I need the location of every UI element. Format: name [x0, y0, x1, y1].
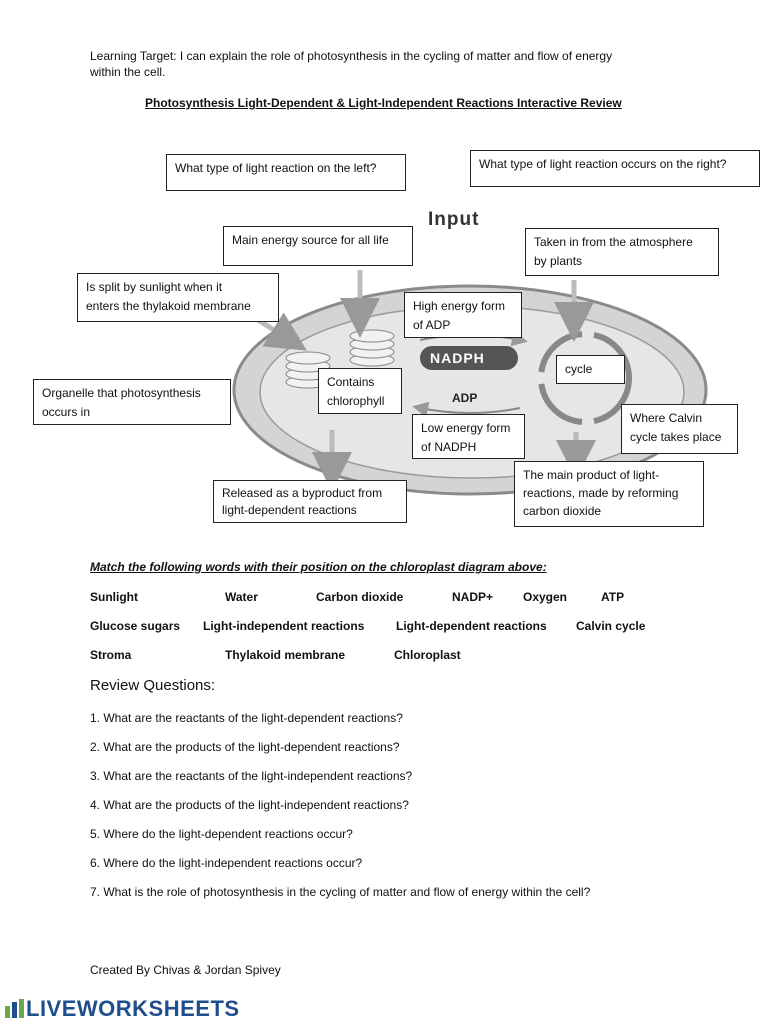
word-water[interactable]: Water	[225, 590, 258, 604]
thylakoid-stack-right	[349, 329, 395, 367]
review-heading: Review Questions:	[90, 677, 216, 694]
question-6: 6. Where do the light-independent reacti…	[90, 856, 363, 870]
word-thylakoid-membrane[interactable]: Thylakoid membrane	[225, 648, 346, 662]
box-cycle[interactable]: cycle	[556, 355, 625, 384]
word-light-independent[interactable]: Light-independent reactions	[203, 619, 365, 633]
credits: Created By Chivas & Jordan Spivey	[90, 963, 281, 977]
box-main-product[interactable]: The main product of light-reactions, mad…	[514, 461, 704, 527]
learning-target-line-2: within the cell.	[90, 65, 166, 79]
match-instructions: Match the following words with their pos…	[90, 560, 547, 574]
word-carbon-dioxide[interactable]: Carbon dioxide	[316, 590, 404, 604]
word-light-dependent[interactable]: Light-dependent reactions	[396, 619, 547, 633]
nadph-label: NADPH	[430, 350, 485, 366]
input-label: Input	[428, 209, 480, 230]
calvin-cycle-ring	[538, 331, 632, 425]
word-oxygen[interactable]: Oxygen	[523, 590, 568, 604]
word-calvin-cycle[interactable]: Calvin cycle	[576, 619, 646, 633]
word-atp[interactable]: ATP	[601, 590, 625, 604]
word-glucose-sugars[interactable]: Glucose sugars	[90, 619, 181, 633]
word-stroma[interactable]: Stroma	[90, 648, 132, 662]
word-sunlight[interactable]: Sunlight	[90, 590, 138, 604]
adp-label: ADP	[452, 391, 478, 405]
word-nadp[interactable]: NADP+	[452, 590, 494, 604]
question-5: 5. Where do the light-dependent reaction…	[90, 827, 353, 841]
liveworksheets-logo-text: LIVEWORKSHEETS	[26, 996, 240, 1021]
liveworksheets-logo-icon	[5, 999, 24, 1018]
question-4: 4. What are the products of the light-in…	[90, 798, 409, 812]
nadph-pill	[420, 346, 518, 370]
question-2: 2. What are the products of the light-de…	[90, 740, 400, 754]
question-1: 1. What are the reactants of the light-d…	[90, 711, 403, 725]
box-left-reaction[interactable]: What type of light reaction on the left?	[166, 154, 406, 191]
word-chloroplast[interactable]: Chloroplast	[394, 648, 461, 662]
box-right-reaction[interactable]: What type of light reaction occurs on th…	[470, 150, 760, 187]
learning-target-line-1: Learning Target: I can explain the role …	[90, 49, 613, 63]
question-3: 3. What are the reactants of the light-i…	[90, 769, 413, 783]
worksheet-title: Photosynthesis Light-Dependent & Light-I…	[145, 96, 622, 110]
box-energy-source[interactable]: Main energy source for all life	[223, 226, 413, 266]
question-7: 7. What is the role of photosynthesis in…	[90, 885, 591, 899]
